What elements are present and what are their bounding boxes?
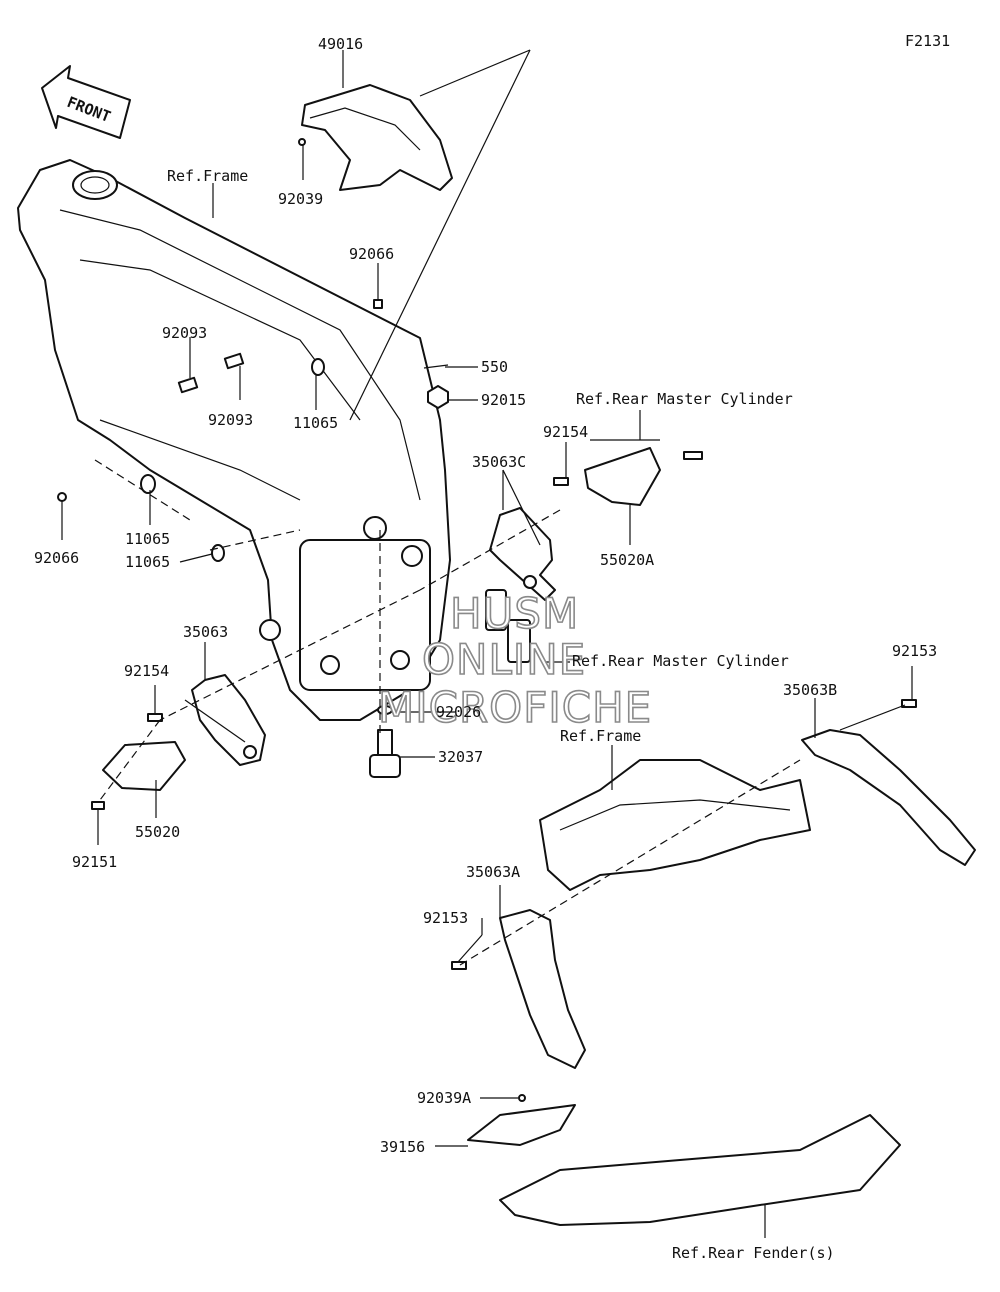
heel-guard-55020A-drawing xyxy=(584,447,661,506)
heel-guard-55020-drawing xyxy=(102,741,186,791)
bolt-upper-right xyxy=(683,451,703,460)
label-ref-frame-2[interactable]: Ref.Frame xyxy=(560,727,641,745)
label-550[interactable]: 550 xyxy=(481,358,508,376)
label-ref-frame-1[interactable]: Ref.Frame xyxy=(167,167,248,185)
label-92093-b[interactable]: 92093 xyxy=(208,411,253,429)
label-55020[interactable]: 55020 xyxy=(135,823,180,841)
bolt-92153-top xyxy=(901,699,917,708)
screw-92066-top xyxy=(373,299,383,309)
label-92015[interactable]: 92015 xyxy=(481,391,526,409)
label-92153-top[interactable]: 92153 xyxy=(892,642,937,660)
label-39156[interactable]: 39156 xyxy=(380,1138,425,1156)
cap-11065-c xyxy=(211,544,225,562)
plug-92093-b xyxy=(177,376,199,394)
label-ref-rear-fender[interactable]: Ref.Rear Fender(s) xyxy=(672,1244,835,1262)
label-35063C[interactable]: 35063C xyxy=(472,453,526,471)
label-35063A[interactable]: 35063A xyxy=(466,863,520,881)
label-11065-b[interactable]: 11065 xyxy=(125,530,170,548)
label-35063[interactable]: 35063 xyxy=(183,623,228,641)
watermark-line-3: MICROFICHE xyxy=(378,683,652,732)
label-11065-c[interactable]: 11065 xyxy=(125,553,170,571)
label-92039A[interactable]: 92039A xyxy=(417,1089,471,1107)
watermark: HUSM ONLINE MICROFICHE xyxy=(377,588,652,733)
cap-11065-b xyxy=(140,474,156,494)
bracket-35063A-drawing xyxy=(499,909,586,1069)
label-92026[interactable]: 92026 xyxy=(436,703,481,721)
bracket-35063B-drawing xyxy=(801,729,976,866)
plug-92093-a xyxy=(223,352,245,370)
screw-92066-left xyxy=(57,492,67,502)
label-92154-left[interactable]: 92154 xyxy=(124,662,169,680)
rear-fender-drawing xyxy=(499,1114,901,1226)
pin-550 xyxy=(423,364,449,369)
front-arrow-icon: FRONT xyxy=(41,65,131,139)
watermark-line-1: HUSM xyxy=(450,589,579,638)
subframe-drawing xyxy=(539,759,811,891)
bracket-35063C-drawing xyxy=(489,507,556,601)
nut-92015 xyxy=(427,385,449,409)
part-labels: 49016 92039 Ref.Frame 92066 92093 92093 … xyxy=(34,35,937,1262)
cap-11065-a xyxy=(311,358,325,376)
label-92066-left[interactable]: 92066 xyxy=(34,549,79,567)
label-92151[interactable]: 92151 xyxy=(72,853,117,871)
stopper-32037-drawing xyxy=(369,729,401,778)
watermark-line-2: ONLINE xyxy=(422,635,586,684)
washer-92026 xyxy=(377,705,393,715)
diagram-code: F2131 xyxy=(905,32,950,50)
label-35063B[interactable]: 35063B xyxy=(783,681,837,699)
label-ref-rear-master-cylinder-2[interactable]: Ref.Rear Master Cylinder xyxy=(572,652,789,670)
label-ref-rear-master-cylinder-1[interactable]: Ref.Rear Master Cylinder xyxy=(576,390,793,408)
label-11065-a[interactable]: 11065 xyxy=(293,414,338,432)
bracket-35063-drawing xyxy=(191,674,266,766)
label-49016[interactable]: 49016 xyxy=(318,35,363,53)
plate-39156-drawing xyxy=(467,1104,576,1146)
clip-92039A xyxy=(518,1094,526,1102)
alignment-dash-lines xyxy=(94,459,801,966)
label-92154-right[interactable]: 92154 xyxy=(543,423,588,441)
label-92093-a[interactable]: 92093 xyxy=(162,324,207,342)
bolt-92153-mid xyxy=(451,961,467,970)
main-frame-drawing xyxy=(17,159,451,721)
label-92039[interactable]: 92039 xyxy=(278,190,323,208)
label-32037[interactable]: 32037 xyxy=(438,748,483,766)
label-92153-mid[interactable]: 92153 xyxy=(423,909,468,927)
label-55020A[interactable]: 55020A xyxy=(600,551,654,569)
rear-master-cylinder-drawing xyxy=(485,589,531,663)
bracket-49016-drawing xyxy=(298,84,453,191)
bolt-92151 xyxy=(91,801,105,810)
leader-lines xyxy=(61,49,913,1238)
bolt-92154-right xyxy=(553,477,569,486)
label-92066-top[interactable]: 92066 xyxy=(349,245,394,263)
